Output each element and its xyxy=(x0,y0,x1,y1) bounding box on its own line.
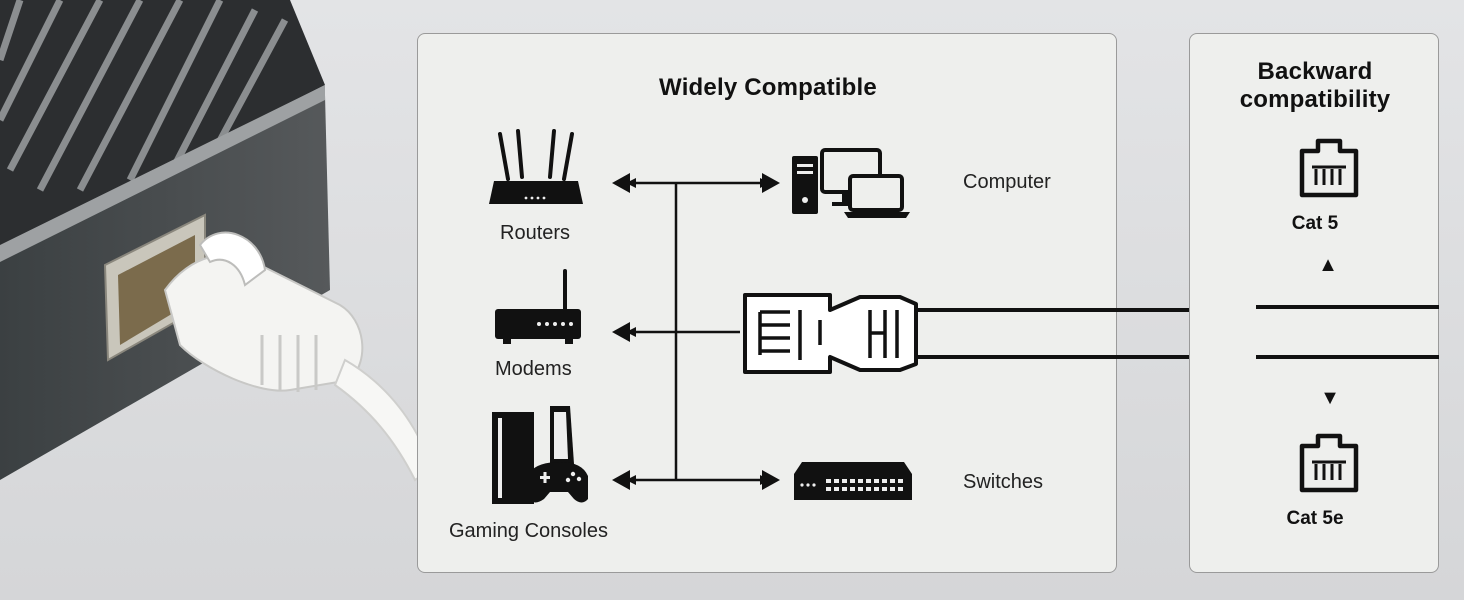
routers-label: Routers xyxy=(500,222,571,244)
switch-icon xyxy=(794,462,912,500)
backward-title: Backward compatibility xyxy=(1190,58,1440,114)
modem-icon xyxy=(495,269,581,344)
backward-title-line2: compatibility xyxy=(1239,86,1391,113)
router-icon xyxy=(489,129,583,204)
gaming-console-icon xyxy=(492,406,588,504)
router-device-photo xyxy=(0,0,432,482)
up-arrow-icon: ▲ xyxy=(1318,254,1338,276)
switches-label: Switches xyxy=(963,471,1044,493)
backward-compatibility-panel: Backward compatibility Cat 5 ▲ ▼ Cat 5e xyxy=(1189,33,1439,573)
panel-title: Widely Compatible xyxy=(659,74,877,101)
down-arrow-icon: ▼ xyxy=(1320,387,1340,409)
modems-label: Modems xyxy=(495,358,572,380)
compatibility-panel: Widely Compatible Routers Modems Gaming … xyxy=(417,33,1117,573)
gaming-consoles-label: Gaming Consoles xyxy=(449,520,608,542)
cat5-label: Cat 5 xyxy=(1291,213,1339,234)
backward-title-line1: Backward xyxy=(1257,58,1373,85)
cat5-port-icon xyxy=(1299,138,1359,198)
cat5e-port-icon xyxy=(1299,433,1359,493)
computer-label: Computer xyxy=(963,171,1051,193)
cat5e-label: Cat 5e xyxy=(1286,508,1344,529)
computer-icon xyxy=(792,148,910,218)
